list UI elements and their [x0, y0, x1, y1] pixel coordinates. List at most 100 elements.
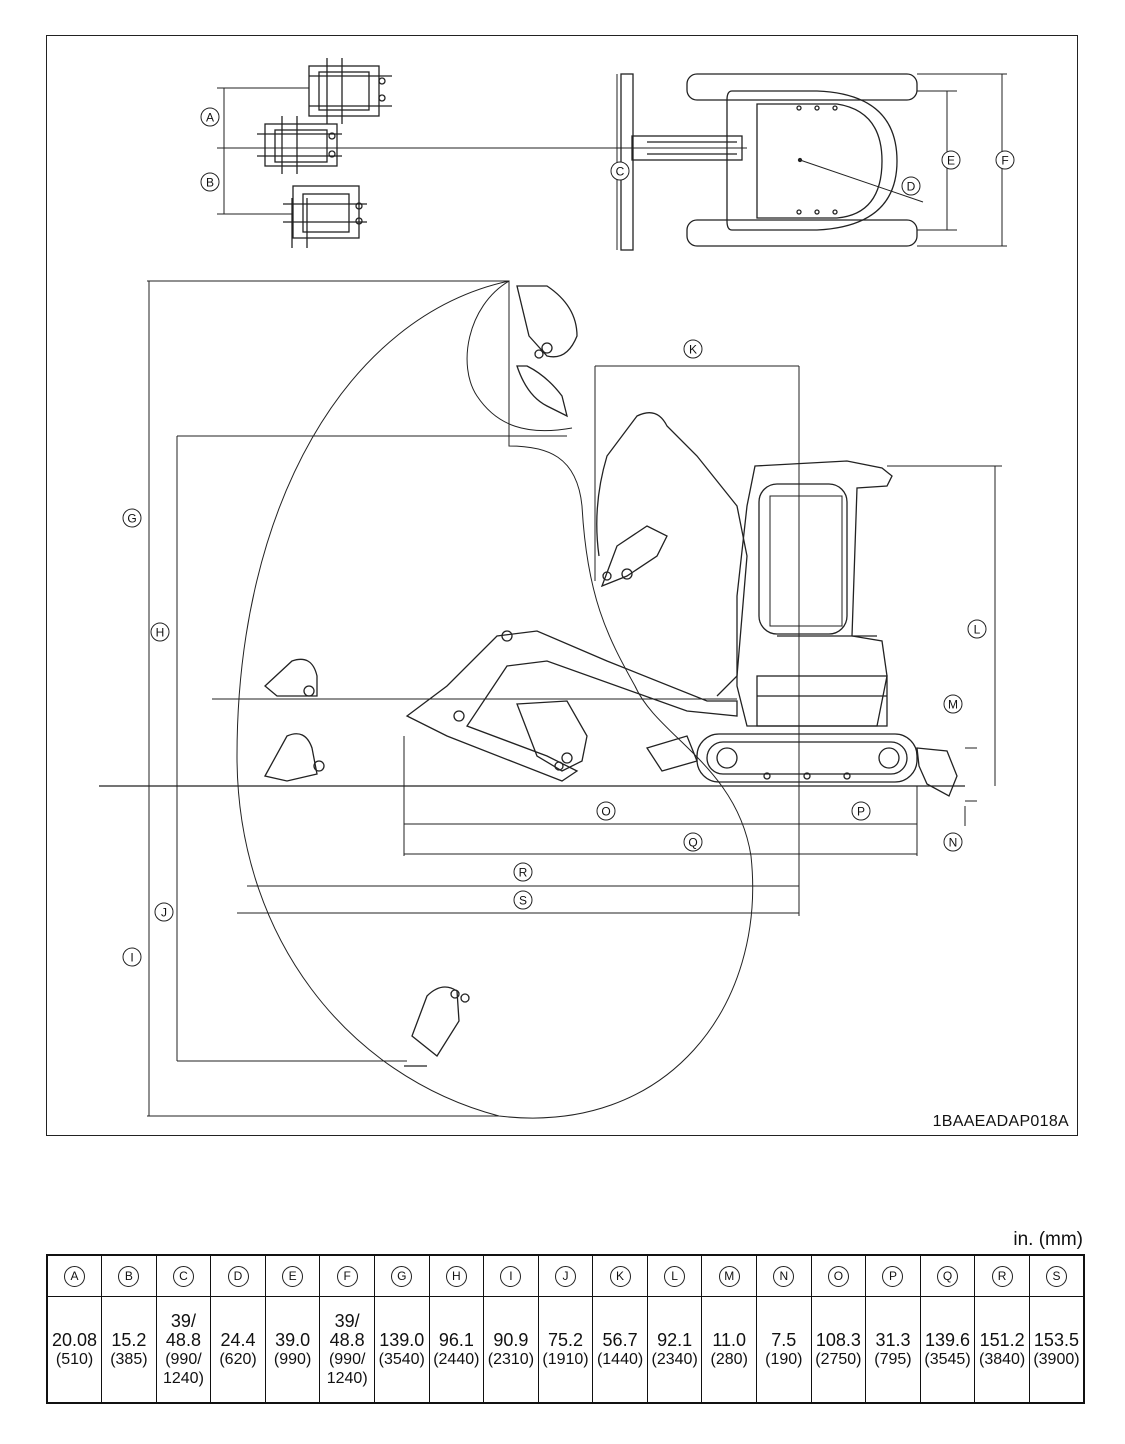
column-header-e: E: [264, 1254, 321, 1297]
value-cell-i: 90.9(2310): [483, 1296, 539, 1404]
value-mm: (280): [710, 1350, 748, 1368]
value-mm: (2440): [433, 1350, 480, 1368]
value-mm: (990/: [328, 1350, 366, 1368]
column-letter: A: [64, 1265, 86, 1287]
value-cell-b: 15.2(385): [101, 1296, 157, 1404]
callout-m: M: [943, 694, 963, 714]
value-mm: (3900): [1033, 1350, 1080, 1368]
callout-f: F: [995, 150, 1015, 170]
value-mm: (3840): [978, 1350, 1026, 1368]
column-header-b: B: [101, 1254, 157, 1297]
column-letter: E: [282, 1265, 304, 1287]
value-mm: (3540): [378, 1350, 425, 1368]
value-mm: (2340): [651, 1350, 698, 1368]
value-mm2: 1240): [326, 1369, 368, 1387]
value-cell-e: 39.0(990): [264, 1296, 321, 1404]
value-in: 56.7: [602, 1329, 638, 1350]
value-top: 39/: [170, 1310, 196, 1331]
value-mm: (1440): [596, 1350, 644, 1368]
value-in: 7.5: [771, 1329, 797, 1350]
column-header-m: M: [701, 1254, 758, 1297]
svg-text:N: N: [949, 836, 958, 850]
value-in: 151.2: [979, 1329, 1025, 1350]
value-cell-d: 24.4(620): [210, 1296, 266, 1404]
value-in: 15.2: [111, 1329, 147, 1350]
column-letter: L: [664, 1265, 686, 1287]
value-in: 139.0: [379, 1329, 425, 1350]
column-letter: S: [1045, 1265, 1067, 1287]
value-cell-p: 31.3(795): [865, 1296, 921, 1404]
value-cell-n: 7.5(190): [756, 1296, 812, 1404]
value-cell-l: 92.1(2340): [646, 1296, 703, 1404]
value-in: 31.3: [875, 1329, 911, 1350]
svg-text:L: L: [974, 623, 981, 637]
callout-j: J: [154, 902, 174, 922]
value-mm: (2310): [487, 1350, 535, 1368]
value-mm: (510): [55, 1350, 94, 1368]
callout-k: K: [683, 339, 703, 359]
column-letter: I: [500, 1265, 522, 1287]
value-mm: (990): [273, 1350, 312, 1368]
value-in: 139.6: [925, 1329, 971, 1350]
value-in: 39.0: [275, 1329, 311, 1350]
column-letter: P: [882, 1265, 904, 1287]
side-view-working-range: [99, 280, 1002, 1119]
svg-text:J: J: [161, 906, 167, 920]
column-header-h: H: [428, 1254, 485, 1297]
column-header-n: N: [756, 1254, 812, 1297]
column-header-i: I: [483, 1254, 539, 1297]
value-cell-j: 75.2(1910): [537, 1296, 594, 1404]
svg-text:G: G: [127, 512, 136, 526]
callout-b: B: [200, 172, 220, 192]
boom-swing-top-view: [217, 58, 747, 248]
value-in: 20.08: [52, 1329, 98, 1350]
svg-text:E: E: [947, 154, 955, 168]
callout-q: Q: [683, 832, 703, 852]
value-cell-a: 20.08(510): [46, 1296, 103, 1404]
column-header-q: Q: [919, 1254, 976, 1297]
callout-i: I: [122, 947, 142, 967]
callout-l: L: [967, 619, 987, 639]
column-letter: G: [391, 1265, 413, 1287]
svg-text:R: R: [519, 866, 528, 880]
callout-g: G: [122, 508, 142, 528]
column-letter: N: [773, 1265, 795, 1287]
value-cell-m: 11.0(280): [701, 1296, 758, 1404]
column-header-l: L: [646, 1254, 703, 1297]
value-cell-k: 56.7(1440): [592, 1296, 648, 1404]
column-letter: B: [118, 1265, 140, 1287]
value-cell-o: 108.3(2750): [810, 1296, 867, 1404]
value-cell-q: 139.6(3545): [919, 1296, 976, 1404]
column-header-o: O: [810, 1254, 867, 1297]
value-cell-r: 151.2(3840): [974, 1296, 1030, 1404]
value-cell-c: 39/48.8(990/1240): [155, 1296, 212, 1404]
value-in: 11.0: [712, 1329, 747, 1350]
value-in: 48.8: [165, 1329, 201, 1350]
figure-reference: 1BAAEADAP018A: [932, 1113, 1069, 1130]
column-letter: F: [336, 1265, 358, 1287]
svg-text:I: I: [130, 951, 133, 965]
value-mm: (3545): [924, 1350, 971, 1368]
value-mm: (2750): [815, 1350, 862, 1368]
value-cell-h: 96.1(2440): [428, 1296, 485, 1404]
value-cell-g: 139.0(3540): [373, 1296, 430, 1404]
callout-n: N: [943, 832, 963, 852]
column-header-d: D: [210, 1254, 266, 1297]
value-mm: (1910): [542, 1350, 589, 1368]
column-header-j: J: [537, 1254, 594, 1297]
diagram-frame: A B C D E F G H I J K L M N O P Q R S 1B…: [46, 35, 1078, 1136]
value-in: 92.1: [657, 1329, 693, 1350]
value-in: 24.4: [220, 1329, 256, 1350]
column-header-a: A: [46, 1254, 103, 1297]
callout-s: S: [513, 890, 533, 910]
svg-text:B: B: [206, 176, 214, 190]
column-letter: H: [445, 1265, 467, 1287]
callout-a: A: [200, 107, 220, 127]
excavator-dimension-diagram: A B C D E F G H I J K L M N O P Q R S: [99, 58, 1015, 1119]
column-header-k: K: [592, 1254, 648, 1297]
value-in: 90.9: [493, 1329, 529, 1350]
value-in: 153.5: [1033, 1329, 1079, 1350]
column-header-c: C: [155, 1254, 212, 1297]
